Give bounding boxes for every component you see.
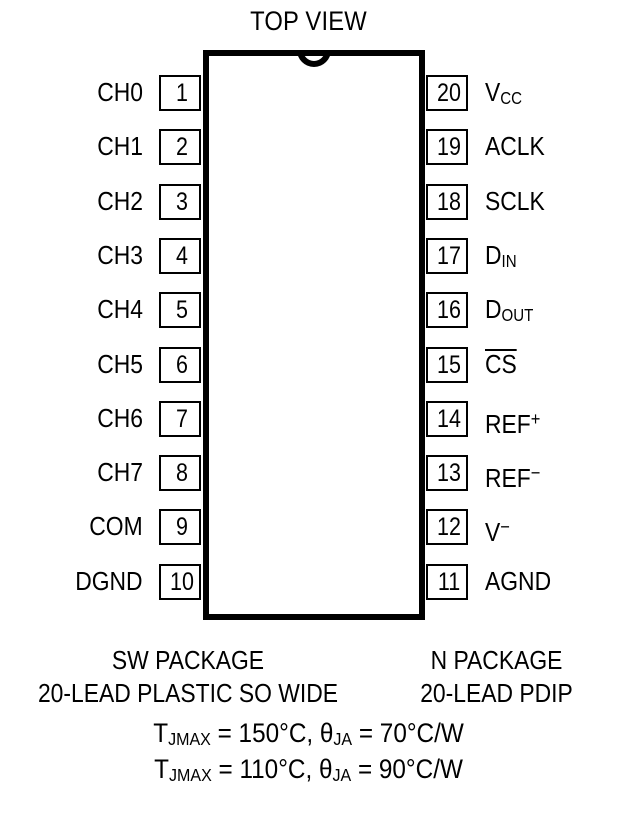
pin-number-3: 3: [176, 187, 188, 216]
pin-number-10: 10: [170, 567, 194, 596]
pin-number-12: 12: [437, 513, 461, 542]
pin-number-2: 2: [176, 133, 188, 162]
pin-number-7: 7: [176, 404, 188, 433]
pin-box-8[interactable]: 8: [159, 455, 201, 492]
pin-label-ch6: CH6: [97, 402, 143, 433]
package-info-sw: SW PACKAGE 20-LEAD PLASTIC SO WIDE: [0, 644, 376, 710]
package-name-n: N PACKAGE: [430, 645, 563, 675]
pin-box-6[interactable]: 6: [159, 346, 201, 383]
thermal-spec-line-2: TJMAX = 110°C, θJA = 90°C/W: [154, 754, 463, 786]
package-info-n: N PACKAGE 20-LEAD PDIP: [376, 644, 617, 710]
pin-number-13: 13: [437, 459, 461, 488]
pin-row: CH2 3 18 SCLK: [0, 183, 617, 220]
pin-row: CH1 2 19 ACLK: [0, 129, 617, 166]
pin-box-5[interactable]: 5: [159, 292, 201, 329]
pin-label-vcc: VCC: [485, 77, 523, 109]
pin-number-11: 11: [437, 567, 461, 596]
pin-row: CH5 6 15 CS: [0, 346, 617, 383]
pin-label-agnd: AGND: [485, 565, 552, 596]
pin-label-din: DIN: [485, 239, 517, 271]
package-description-n: 20-LEAD PDIP: [420, 678, 573, 708]
pin-number-1: 1: [176, 79, 188, 107]
pin-box-19[interactable]: 19: [426, 129, 468, 166]
pin-label-v: V−: [485, 516, 510, 548]
pin-label-ch5: CH5: [97, 348, 143, 379]
pin-label-cs: CS: [485, 348, 517, 379]
pin-row: CH4 5 16 DOUT: [0, 292, 617, 329]
pin-number-17: 17: [437, 241, 461, 270]
pin-label-dout: DOUT: [485, 294, 534, 326]
pin-row: DGND 10 11 AGND: [0, 563, 617, 600]
package-notch-semicircle: [297, 50, 331, 67]
pin-box-15[interactable]: 15: [426, 346, 468, 383]
page-title: TOP VIEW: [250, 6, 367, 36]
pin-label-ch1: CH1: [97, 131, 143, 162]
pin-number-4: 4: [176, 241, 188, 270]
pin-number-5: 5: [176, 296, 188, 325]
pin-box-1[interactable]: 1: [159, 75, 201, 111]
pin-box-13[interactable]: 13: [426, 455, 468, 492]
pin-number-19: 19: [437, 133, 461, 162]
pin-box-7[interactable]: 7: [159, 400, 201, 437]
pin-box-18[interactable]: 18: [426, 183, 468, 220]
pin-row: CH3 4 17 DIN: [0, 237, 617, 274]
pin-label-sclk: SCLK: [485, 185, 545, 216]
pin-row: CH6 7 14 REF+: [0, 400, 617, 439]
pin-box-3[interactable]: 3: [159, 183, 201, 220]
pin-box-11[interactable]: 11: [426, 563, 468, 600]
pin-number-9: 9: [176, 513, 188, 542]
pin-number-8: 8: [176, 459, 188, 488]
pin-label-ch3: CH3: [97, 239, 143, 270]
pin-number-16: 16: [437, 296, 461, 325]
pin-label-ch0: CH0: [97, 77, 143, 107]
pin-box-20[interactable]: 20: [426, 75, 468, 111]
pin-box-9[interactable]: 9: [159, 509, 201, 546]
pin-label-ch4: CH4: [97, 294, 143, 325]
pin-label-aclk: ACLK: [485, 131, 545, 162]
package-description-sw: 20-LEAD PLASTIC SO WIDE: [37, 678, 339, 708]
pin-number-6: 6: [176, 350, 188, 379]
pin-box-4[interactable]: 4: [159, 237, 201, 274]
pin-label-ch7: CH7: [97, 457, 143, 488]
package-body-outline: [203, 50, 425, 620]
pin-number-15: 15: [437, 350, 461, 379]
pin-row: CH0 1 20 VCC: [0, 75, 617, 111]
pin-row: COM 9 12 V−: [0, 509, 617, 548]
pin-box-16[interactable]: 16: [426, 292, 468, 329]
pin-label-ref: REF−: [485, 462, 541, 493]
thermal-spec-line-1: TJMAX = 150°C, θJA = 70°C/W: [153, 718, 464, 750]
pin-number-20: 20: [437, 79, 461, 107]
pin-label-ref: REF+: [485, 407, 541, 439]
pin-box-12[interactable]: 12: [426, 509, 468, 546]
pin-row: CH7 8 13 REF−: [0, 455, 617, 493]
pin-label-com: COM: [89, 511, 143, 542]
pin-box-10[interactable]: 10: [159, 563, 201, 600]
pin-number-18: 18: [437, 187, 461, 216]
pin-box-17[interactable]: 17: [426, 237, 468, 274]
package-name-sw: SW PACKAGE: [111, 645, 265, 675]
pin-box-14[interactable]: 14: [426, 400, 468, 437]
pin-label-ch2: CH2: [97, 185, 143, 216]
pin-number-14: 14: [437, 404, 461, 433]
pin-label-dgnd: DGND: [75, 565, 143, 596]
pin-box-2[interactable]: 2: [159, 129, 201, 166]
